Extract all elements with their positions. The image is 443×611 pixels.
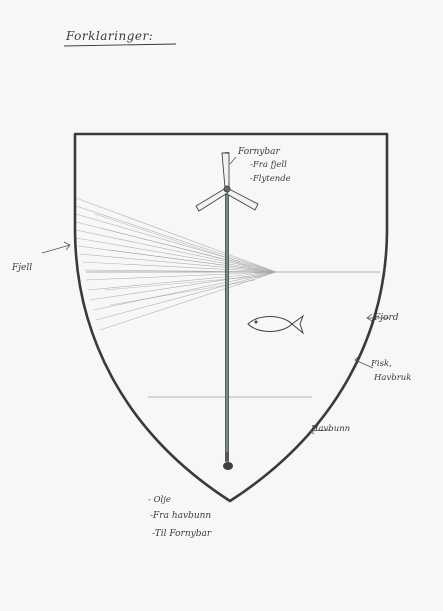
turbine-pole xyxy=(226,152,229,462)
shield-outline xyxy=(75,134,387,501)
label-til-fornybar: -Til Fornybar xyxy=(152,530,211,539)
arrow-fornybar xyxy=(230,157,236,164)
label-fjell: Fjell xyxy=(12,264,32,273)
oil-drop xyxy=(223,452,233,470)
title-underline xyxy=(64,44,176,46)
fish-drawing xyxy=(248,316,303,333)
label-fjord: Fjord xyxy=(374,314,399,323)
label-fisk: Fisk, xyxy=(371,360,392,369)
label-fra-fjell: -Fra fjell xyxy=(250,161,287,170)
label-flytende: -Flytende xyxy=(250,175,291,184)
arrow-fjell xyxy=(42,242,70,253)
label-fornybar: Fornybar xyxy=(238,148,280,157)
label-havbruk: Havbruk xyxy=(374,374,411,383)
label-fra-havbunn: -Fra havbunn xyxy=(150,512,211,521)
title: Forklaringer: xyxy=(66,30,153,42)
label-havbunn: Havbunn xyxy=(311,425,350,434)
label-olje: - Olje xyxy=(148,496,171,505)
